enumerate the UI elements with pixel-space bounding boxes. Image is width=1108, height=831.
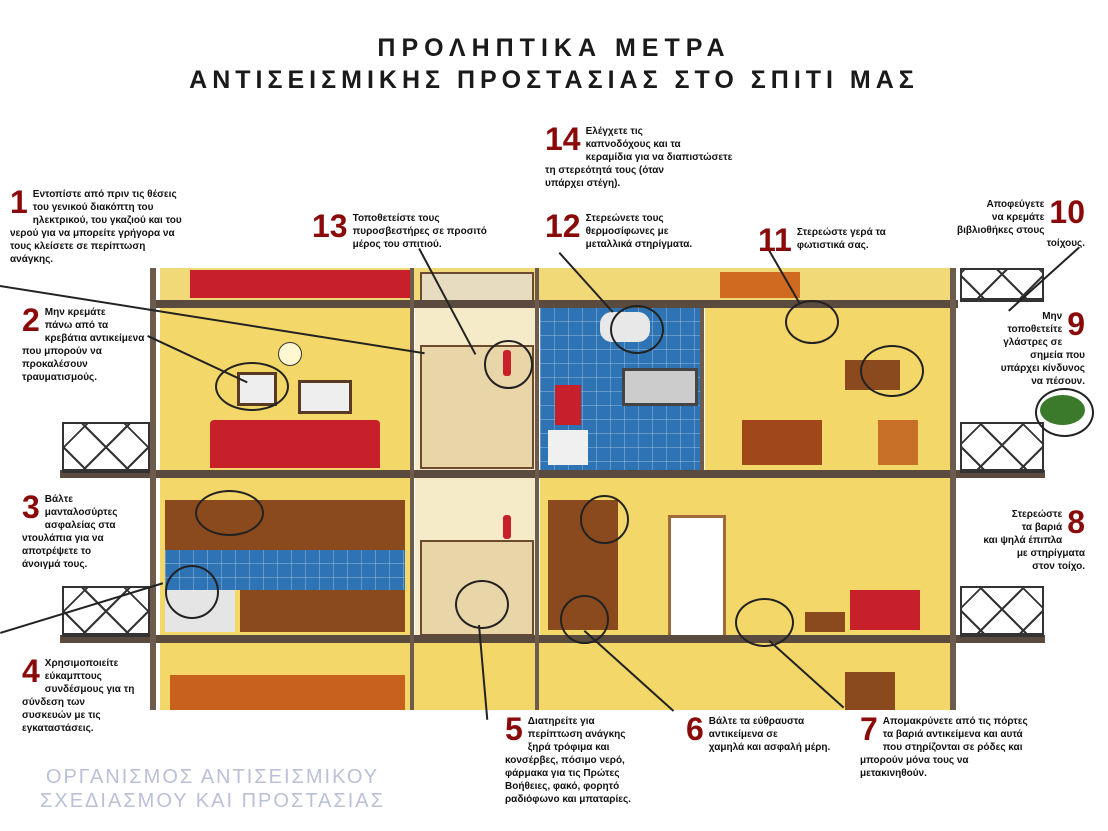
armchair xyxy=(850,590,920,630)
highlight-circle xyxy=(735,598,794,647)
lower-cabinets xyxy=(170,675,405,710)
tip-text: Εντοπίστε από πριν τις θέσεις του γενικο… xyxy=(10,189,182,265)
highlight-circle xyxy=(860,345,924,397)
tip-text: Βάλτε μανταλοσύρτες ασφαλείας στα ντουλά… xyxy=(22,494,118,570)
wall xyxy=(950,268,956,710)
organization-watermark: ΟΡΓΑΝΙΣΜΟΣ ΑΝΤΙΣΕΙΣΜΙΚΟΥ ΣΧΕΔΙΑΣΜΟΥ ΚΑΙ … xyxy=(40,766,385,812)
tip-number: 2 xyxy=(22,302,40,338)
floor-beam xyxy=(150,300,958,308)
tip-text: Στερεώστε γερά τα φωτιστικά σας. xyxy=(796,227,886,251)
desk xyxy=(878,420,918,465)
tip-number: 4 xyxy=(22,653,40,689)
balcony-railing xyxy=(960,268,1044,302)
top-cabinet xyxy=(420,272,534,302)
tip-number: 5 xyxy=(505,711,523,747)
highlight-circle xyxy=(195,490,264,536)
wall xyxy=(700,308,704,470)
tip-text: Αποφεύγετε να κρεμάτε βιβλιοθήκες στους … xyxy=(957,199,1085,249)
highlight-circle xyxy=(455,580,509,629)
highlight-circle xyxy=(560,595,609,644)
lower-cabinets xyxy=(240,590,405,632)
highlight-circle xyxy=(484,340,533,389)
top-furniture-2 xyxy=(720,272,800,298)
mirror xyxy=(622,368,698,406)
balcony-railing xyxy=(62,422,150,473)
tip-text: Στερεώνετε τους θερμοσίφωνες με μεταλλικ… xyxy=(585,213,693,250)
floor-beam xyxy=(60,470,1045,478)
wall xyxy=(410,268,414,710)
tip-number: 1 xyxy=(10,184,28,220)
tip-text: Ελέγχετε τις καπνοδόχους και τα κεραμίδι… xyxy=(545,126,733,189)
fire-extinguisher xyxy=(503,515,511,539)
tip-number: 13 xyxy=(312,208,348,244)
side-table xyxy=(805,612,845,632)
highlight-circle xyxy=(785,300,839,344)
tip-number: 3 xyxy=(22,489,40,525)
tip-number: 11 xyxy=(758,222,792,258)
wall xyxy=(535,268,539,710)
title-line-2: ΑΝΤΙΣΕΙΣΜΙΚΗΣ ΠΡΟΣΤΑΣΙΑΣ ΣΤΟ ΣΠΙΤΙ ΜΑΣ xyxy=(189,66,919,94)
top-furniture xyxy=(190,270,410,298)
title-line-1: ΠΡΟΛΗΠΤΙΚΑ ΜΕΤΡΑ xyxy=(377,34,731,62)
door xyxy=(668,515,726,639)
floor-beam xyxy=(60,635,1045,643)
lower-shelf xyxy=(845,672,895,710)
tip-text: Διατηρείτε για περίπτωση ανάγκης ξηρά τρ… xyxy=(505,716,631,805)
balcony-railing xyxy=(62,586,150,637)
wall xyxy=(150,268,156,710)
tip-number: 8 xyxy=(1067,504,1085,540)
tip-number: 14 xyxy=(545,121,581,157)
tip-number: 9 xyxy=(1067,306,1085,342)
highlight-circle xyxy=(215,362,289,411)
tip-number: 6 xyxy=(686,711,704,747)
bed xyxy=(210,420,380,468)
tip-text: Στερεώστε τα βαριά και ψηλά έπιπλα με στ… xyxy=(983,509,1085,572)
tip-text: Μην τοποθετείτε γλάστρες σε σημεία που υ… xyxy=(1000,311,1085,387)
toilet xyxy=(548,430,588,465)
tip-text: Χρησιμοποιείτε εύκαμπτους συνδέσμους για… xyxy=(22,658,135,734)
tip-number: 7 xyxy=(860,711,878,747)
picture-frame xyxy=(298,380,352,414)
ceiling-lamp xyxy=(278,342,302,366)
tip-text: Τοποθετείστε τους πυροσβεστήρες σε προσι… xyxy=(352,213,487,250)
tip-number: 10 xyxy=(1049,194,1085,230)
tip-text: Απομακρύνετε από τις πόρτες τα βαριά αντ… xyxy=(860,716,1028,779)
highlight-circle xyxy=(580,495,629,544)
balcony-railing xyxy=(960,586,1044,637)
highlight-circle xyxy=(610,305,664,354)
tip-text: Μην κρεμάτε πάνω από τα κρεβάτια αντικεί… xyxy=(22,307,145,383)
highlight-circle xyxy=(1035,388,1094,437)
cabinet xyxy=(555,385,581,425)
tip-text: Βάλτε τα εύθραυστα αντικείμενα σε χαμηλά… xyxy=(708,716,831,753)
sofa xyxy=(742,420,822,465)
tip-number: 12 xyxy=(545,208,581,244)
balcony-railing xyxy=(960,422,1044,473)
highlight-circle xyxy=(165,565,219,619)
